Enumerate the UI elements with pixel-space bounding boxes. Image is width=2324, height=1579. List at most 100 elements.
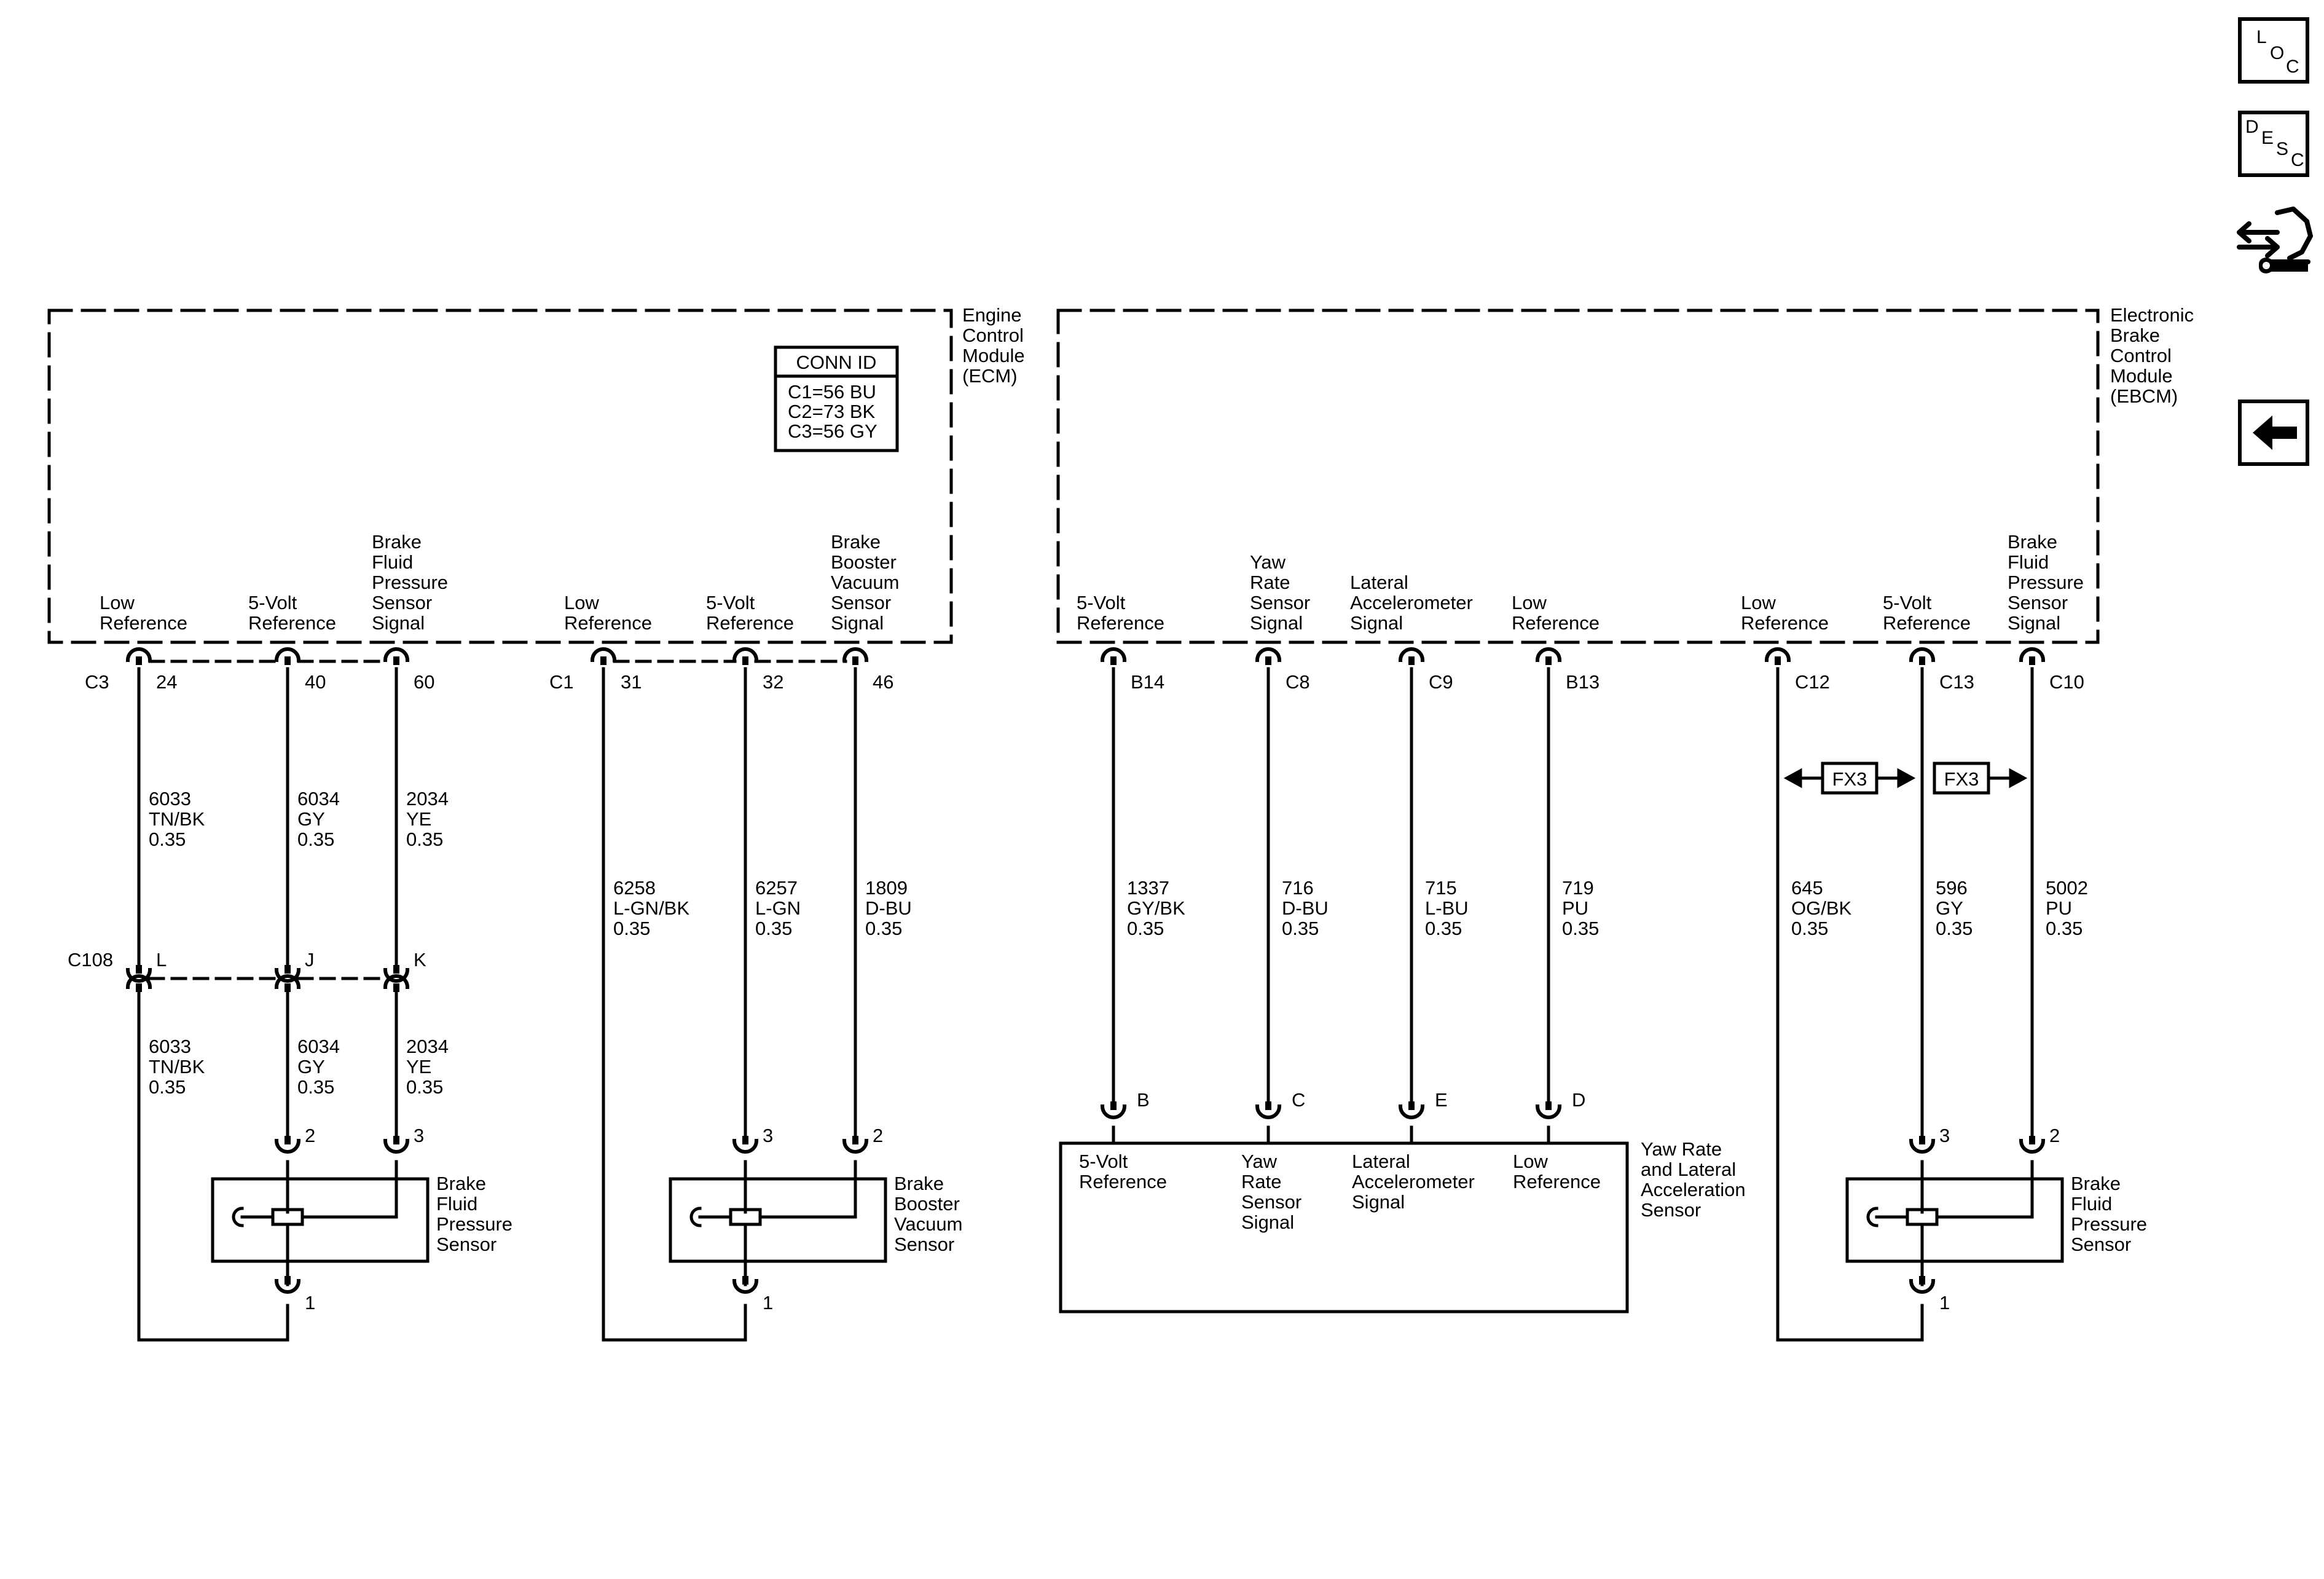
pin-number: 31 [621,671,642,693]
circuit-number: 1809 [865,877,908,899]
c108-connector-top-pin [393,965,399,974]
ecm-connector [842,647,869,663]
ecm-connector [732,647,759,663]
wire-color: OG/BK [1791,897,1852,919]
sensor-connector [842,1138,869,1154]
sensor-connector-pin [852,1136,858,1144]
yaw-pin: C [1292,1089,1305,1111]
sensor-pin: 3 [414,1125,424,1146]
sensor-box-bbv [669,1177,887,1263]
wire-gauge: 0.35 [149,829,186,850]
ebcm-pin-label: Signal [1250,612,1303,634]
ebcm-pin-label: Reference [1512,612,1600,634]
wire-gauge: 0.35 [406,829,443,850]
c108-connector-top [125,967,152,983]
yaw-sensor-name: Yaw Rate [1641,1138,1722,1160]
yaw-connector [1255,1104,1282,1119]
ebcm-connector [1255,647,1282,663]
ebcm-name: Brake [2110,325,2160,346]
pin-number: 24 [156,671,177,693]
description-button[interactable]: D E S C [2238,111,2309,177]
wire-gauge: 0.35 [297,1076,334,1098]
sensor-connector [732,1138,759,1154]
sensor-name: Sensor [2071,1234,2131,1255]
wire-gauge: 0.35 [1282,918,1319,939]
ebcm-connector [1764,647,1791,663]
ecm-pin-label: Pressure [372,572,448,593]
c108-label: C108 [68,949,113,971]
sensor-ground-connector [274,1278,301,1294]
ecm-pin-label: Booster [831,551,897,573]
wire-color: PU [2046,897,2072,919]
ebcm-name: Electronic [2110,304,2194,326]
wire-gauge: 0.35 [865,918,902,939]
c108-connector-bottom-pin [285,983,291,992]
back-button[interactable] [2238,400,2309,466]
circuit-number: 719 [1562,877,1594,899]
loc-letter-l: L [2256,27,2267,47]
ecm-connector-pin [742,656,748,665]
fx3-arrowhead [1897,768,1916,789]
sensor-name: Pressure [436,1213,512,1235]
ecm-connector [274,647,301,663]
yaw-connector-pin [1265,1101,1271,1110]
wire-color: D-BU [1282,897,1329,919]
yaw-sensor-name: Acceleration [1641,1179,1746,1200]
pin-number: C10 [2049,671,2084,693]
wire-gauge: 0.35 [297,829,334,850]
sensor-connector [1909,1138,1936,1154]
c108-connector-top-pin [285,965,291,974]
circuit-number: 645 [1791,877,1823,899]
ecm-connector [590,647,617,663]
ebcm-connector-pin [1408,656,1415,665]
c108-pin: J [305,949,315,971]
fx3-label: FX3 [1832,768,1867,790]
ebcm-connector-pin [1110,656,1117,665]
wire-gauge: 0.35 [613,918,650,939]
c108-connector-bottom [125,974,152,990]
fx3-arrowhead [1783,768,1802,789]
sensor-name: Booster [894,1193,960,1215]
ecm-connector-pin [285,656,291,665]
pin-number: 1 [305,1292,315,1313]
ebcm-pin-label: 5-Volt [1883,592,1932,613]
wire-color: TN/BK [149,808,205,830]
ebcm-connector [2019,647,2046,663]
circuit-number: 5002 [2046,877,2088,899]
ebcm-connector-pin [1919,656,1925,665]
yaw-connector-pin [1408,1101,1415,1110]
ebcm-pin-label: Low [1741,592,1776,613]
ecm-pin-label: Vacuum [831,572,899,593]
ecm-name: Control [962,325,1024,346]
ebcm-connector-pin [1775,656,1781,665]
pin-number: 60 [414,671,434,693]
pin-number: 46 [873,671,893,693]
wire-color: GY [1936,897,1963,919]
wire-gauge: 0.35 [1425,918,1462,939]
sensor-box-bfp1 [211,1177,430,1263]
conn-id-row: C1=56 BU [788,381,876,403]
loc-letter-o: O [2270,43,2285,63]
yaw-connector [1535,1104,1562,1119]
pin-number: B14 [1131,671,1164,693]
c108-connector-top [274,967,301,983]
circuit-number: 2034 [406,1036,449,1057]
wire-gauge: 0.35 [1791,918,1828,939]
sensor-pin: 3 [763,1125,773,1146]
yaw-connector [1100,1104,1127,1119]
sensor-name: Brake [894,1173,944,1194]
circuit-number: 6033 [149,788,191,809]
ebcm-pin-label: Low [1512,592,1547,613]
ebcm-pin-label: Accelerometer [1350,592,1473,613]
ebcm-connector [1100,647,1127,663]
location-button[interactable]: L O C [2238,17,2309,84]
sensor-connector [274,1138,301,1154]
ecm-pin-label: Reference [100,612,187,634]
sensor-ground-connector-pin [285,1276,291,1285]
ebcm-pin-label: 5-Volt [1077,592,1126,613]
circuit-number: 6033 [149,1036,191,1057]
yaw-sensor-pin-label: 5-Volt [1079,1151,1128,1172]
wire-gauge: 0.35 [149,1076,186,1098]
connector-repair-icon[interactable] [2234,203,2320,289]
ecm-pin-label: Fluid [372,551,413,573]
